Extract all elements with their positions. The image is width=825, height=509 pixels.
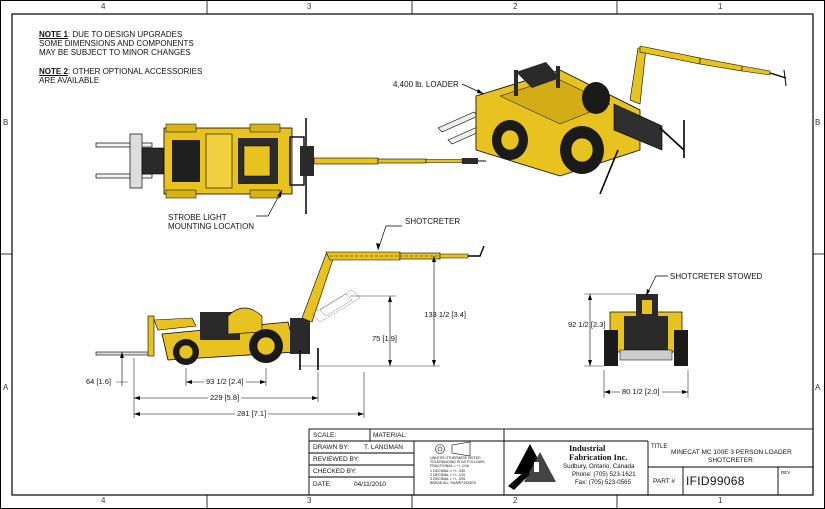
- tolerance-line: 3 DECIMAL = +/- .005: [430, 477, 466, 481]
- company-fax: Fax: (705) 523-0565: [575, 479, 632, 486]
- zone-bottom-2: 2: [513, 496, 518, 505]
- note-1-line-3: MAY BE SUBJECT TO MINOR CHANGES: [39, 48, 191, 57]
- zone-right-b: B: [815, 118, 821, 127]
- zone-left-b: B: [3, 118, 9, 127]
- loader-callout: 4,400 lb. LOADER: [393, 80, 459, 89]
- note-2-label: NOTE 2: [39, 67, 68, 76]
- note-2: NOTE 2: OTHER OPTIONAL ACCESSORIES: [39, 67, 202, 76]
- zone-top-3: 3: [307, 2, 312, 11]
- date-label: DATE:: [313, 481, 332, 488]
- note-1-line-2: SOME DIMENSIONS AND COMPONENTS: [39, 39, 194, 48]
- shotcreter-callout: SHOTCRETER: [405, 217, 461, 226]
- drawn-by-value: T. LANGMAN: [364, 444, 404, 451]
- dim-length-229: 229 [5.8]: [208, 393, 242, 402]
- date-value: 04/11/2010: [354, 481, 387, 488]
- drawing-title-line-1: MINECAT MC 100E 3 PERSON LOADER: [671, 449, 792, 456]
- zone-bottom-1: 1: [718, 496, 723, 505]
- tolerance-line: FRACTIONAL = +/- 1/16: [430, 464, 470, 469]
- dim-boom-height: 133 1/2 [3.4]: [424, 310, 466, 319]
- zone-left-a: A: [3, 383, 9, 392]
- shotcreter-stowed-callout: SHOTCRETER STOWED: [670, 272, 763, 281]
- scale-label: SCALE:: [313, 432, 337, 439]
- company-name-line-2: Fabrication Inc.: [569, 452, 628, 462]
- tolerance-line: TOLERANCING IS AS FOLLOWS:: [430, 460, 486, 465]
- strobe-callout-line-2: MOUNTING LOCATION: [168, 222, 255, 231]
- dim-front-width: 80 1/2 [2.0]: [620, 387, 662, 396]
- title-block-lines: [308, 428, 814, 496]
- zone-top-2: 2: [513, 2, 518, 11]
- tolerance-line: 2 DECIMAL = +/- .010: [430, 472, 466, 477]
- company-name-line-1: Industrial: [569, 443, 606, 453]
- projection-symbol: [435, 441, 471, 457]
- dim-stowed-height: 75 [1.9]: [372, 334, 398, 343]
- drawing-title-line-2: SHOTCRETER: [708, 457, 753, 464]
- tolerance-line: BREAK ALL SHARP EDGES: [430, 481, 477, 486]
- checked-by-label: CHECKED BY:: [313, 468, 357, 475]
- dim-fork-height: 64 [1.6]: [86, 377, 112, 386]
- isometric-view: [437, 45, 787, 195]
- side-view: [95, 225, 485, 418]
- zone-top-1: 1: [718, 2, 723, 11]
- note-2-line-2: ARE AVAILABLE: [39, 76, 100, 85]
- note-2-text: : OTHER OPTIONAL ACCESSORIES: [67, 67, 203, 76]
- strobe-callout-line-1: STROBE LIGHT: [168, 213, 227, 222]
- revision-label: REV: [781, 470, 791, 475]
- reviewed-by-label: REVIEWED BY:: [313, 456, 360, 463]
- title-label: TITLE: [651, 444, 668, 450]
- note-1-label: NOTE 1: [39, 30, 68, 39]
- zone-top-4: 4: [101, 2, 106, 11]
- dim-wheelbase: 93 1/2 [2.4]: [204, 377, 246, 386]
- top-view: [95, 118, 486, 217]
- zone-bottom-4: 4: [101, 496, 106, 505]
- note-1: NOTE 1: DUE TO DESIGN UPGRADES: [39, 30, 182, 39]
- front-view: [584, 275, 689, 398]
- material-label: MATERIAL:: [373, 432, 407, 439]
- zone-right-a: A: [815, 383, 821, 392]
- dim-length-281: 281 [7.1]: [235, 409, 269, 418]
- drawn-by-label: DRAWN BY:: [313, 444, 350, 451]
- part-number-label: PART #: [653, 478, 676, 485]
- company-phone: Phone: (705) 523-1621: [572, 471, 636, 478]
- part-number: IFID99068: [686, 474, 745, 488]
- dim-front-height: 92 1/2 [2.3]: [568, 320, 606, 329]
- zone-bottom-3: 3: [307, 496, 312, 505]
- company-address: Sudbury, Ontario, Canada: [563, 463, 635, 470]
- note-1-text: : DUE TO DESIGN UPGRADES: [67, 30, 183, 39]
- company-logo: [508, 444, 556, 490]
- tolerance-line: 1 DECIMAL = +/- .030: [430, 468, 466, 473]
- tolerance-line: UNLESS OTHERWISE NOTED: [430, 456, 481, 460]
